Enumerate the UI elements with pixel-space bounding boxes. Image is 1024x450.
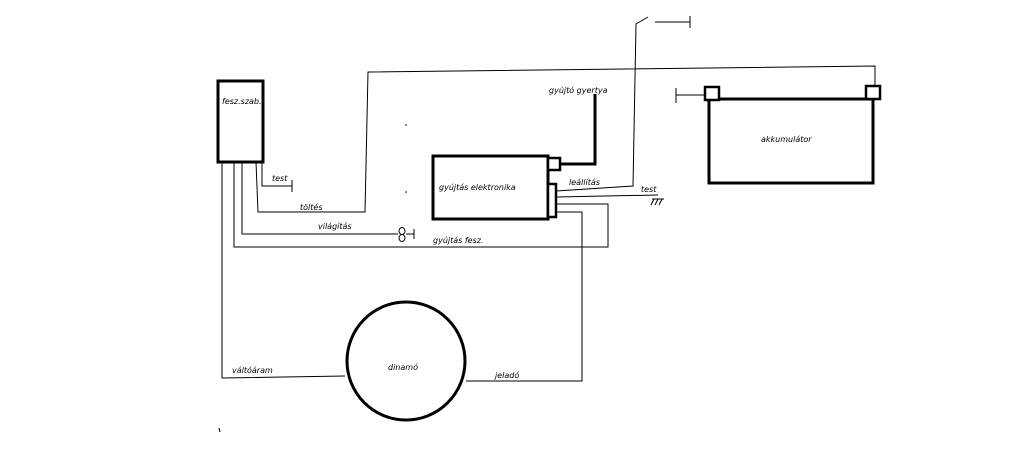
dynamo-label: dinamó — [388, 362, 418, 372]
kill-switch-label: leállítás — [569, 178, 600, 187]
ground-label-regulator: test — [272, 174, 288, 183]
dynamo-circle — [345, 300, 467, 422]
battery-positive-terminal — [864, 84, 882, 101]
ignition-electronics-box — [431, 154, 550, 221]
wires — [218, 16, 876, 433]
ground-symbol-icon — [650, 198, 664, 206]
ac-label: váltóáram — [232, 365, 273, 375]
spark-plug-label: gyújtó gyertya — [549, 85, 608, 95]
wire-charging — [255, 65, 876, 213]
wire-ignition-ground — [555, 194, 659, 198]
regulator-label: fesz.szab. — [222, 97, 262, 106]
battery-negative-terminal — [703, 85, 721, 102]
ignition-electronics-label: gyújtás elektronika — [439, 183, 516, 192]
ignition-terminal-bottom — [546, 182, 558, 219]
charging-label: töltés — [300, 202, 322, 212]
wire-ignition-supply — [233, 162, 609, 248]
spark-plug-lead — [560, 94, 597, 166]
wire-lighting — [241, 162, 398, 235]
ignition-terminal-top — [546, 156, 562, 172]
ignition-supply-label: gyújtás fesz. — [433, 236, 484, 245]
stray-dot — [405, 124, 407, 126]
lighting-label: világítás — [318, 222, 352, 231]
pickup-label: jeladó — [494, 370, 519, 380]
battery-box — [707, 97, 875, 185]
wire-kill-switch — [555, 16, 649, 192]
stray-dot — [405, 191, 407, 193]
wire-ac — [221, 162, 346, 379]
lamp-icon — [398, 227, 415, 242]
battery-label: akkumulátor — [761, 135, 812, 144]
ground-label-ignition: test — [641, 185, 657, 194]
stray-mark — [218, 427, 221, 433]
wire-pickup — [466, 211, 583, 382]
wire-regulator-ground — [261, 162, 292, 187]
regulator-box — [216, 79, 265, 164]
